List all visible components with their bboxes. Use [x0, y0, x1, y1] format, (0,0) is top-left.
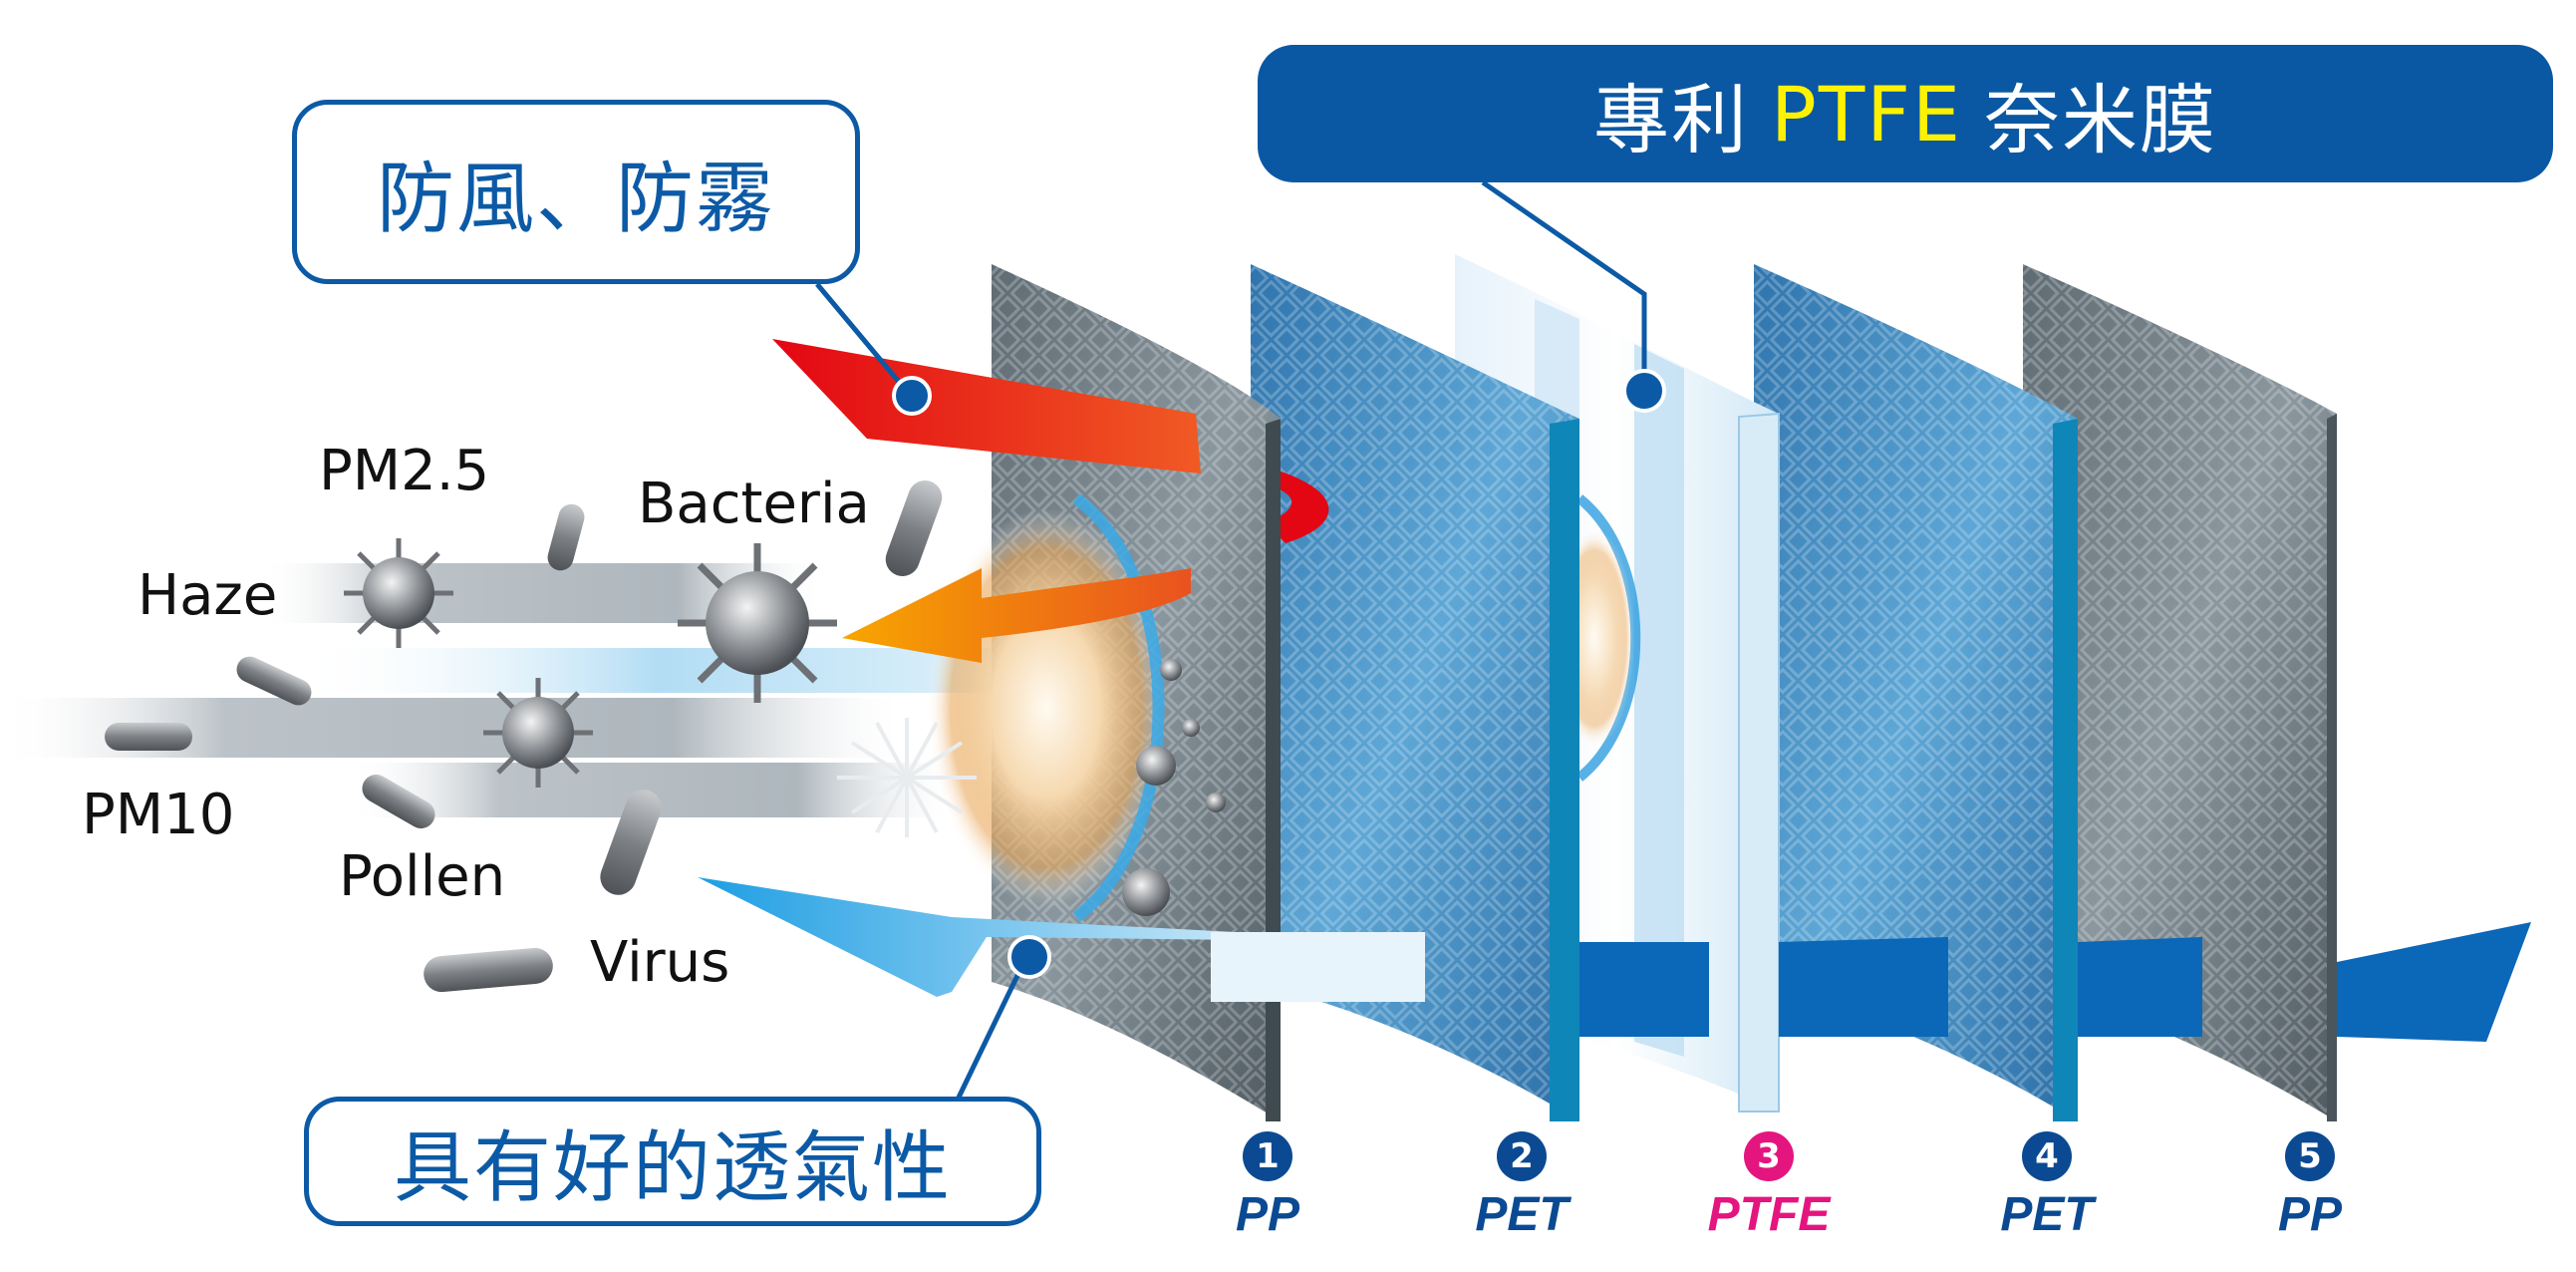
- layer-number-5: 5: [2285, 1131, 2335, 1181]
- layer-name-2: PET: [1475, 1188, 1569, 1241]
- layer-number-2: 2: [1497, 1131, 1547, 1181]
- breathable-callout: 具有好的透氣性: [304, 1097, 1041, 1226]
- layer-number-3: 3: [1744, 1131, 1794, 1181]
- layer-name-5: PP: [2277, 1188, 2343, 1241]
- layer-label-4: 4 PET: [1947, 1131, 2147, 1242]
- breathable-text: 具有好的透氣性: [393, 1123, 952, 1213]
- ptfe-membrane-banner: 專利 PTFE 奈米膜: [1258, 45, 2553, 182]
- pollen-burst-icon: [837, 718, 977, 837]
- layer-number-4: 4: [2022, 1131, 2072, 1181]
- callout-leaders: [815, 179, 1647, 1104]
- clean-air-ribbon-end: [2337, 922, 2531, 1042]
- bacteria-rod-icon: [105, 479, 943, 993]
- label-haze: Haze: [138, 563, 278, 628]
- label-pm25: PM2.5: [319, 439, 490, 503]
- blocked-particles-arrow: [842, 568, 1191, 663]
- virus-particle-icon: [344, 538, 453, 648]
- wind-arrow: [772, 339, 1201, 474]
- layer-2-pet: [1251, 264, 1579, 1121]
- breathable-air-arrow: [698, 877, 1425, 997]
- airflow-streams: [0, 563, 1016, 817]
- layer-label-2: 2 PET: [1422, 1131, 1621, 1242]
- label-virus: Virus: [590, 930, 730, 995]
- clean-air-ribbon-3: [2078, 937, 2202, 1037]
- droplets: [1122, 659, 1226, 916]
- label-pm10: PM10: [82, 783, 235, 847]
- layer-name-1: PP: [1235, 1188, 1300, 1241]
- layer-number-1: 1: [1243, 1131, 1292, 1181]
- layer-label-5: 5 PP: [2210, 1131, 2410, 1242]
- label-pollen: Pollen: [339, 844, 506, 909]
- label-bacteria: Bacteria: [638, 472, 870, 536]
- clean-air-ribbon-2: [1779, 937, 1948, 1037]
- layer-5-pp: [2023, 264, 2337, 1121]
- banner-suffix: 奈米膜: [1984, 76, 2217, 164]
- virus-particle-icon: [483, 678, 593, 788]
- layer-name-3: PTFE: [1707, 1188, 1831, 1241]
- wind-fog-text: 防風、防霧: [376, 154, 775, 244]
- layer-label-3: 3 PTFE: [1669, 1131, 1868, 1242]
- virus-particle-icon: [678, 543, 837, 703]
- wind-fog-callout: 防風、防霧: [292, 100, 860, 284]
- layer-name-4: PET: [2000, 1188, 2094, 1241]
- banner-prefix: 專利: [1593, 76, 1749, 164]
- layer-label-1: 1 PP: [1168, 1131, 1367, 1242]
- banner-highlight: PTFE: [1771, 69, 1962, 159]
- layer-4-pet: [1754, 264, 2078, 1121]
- callout-dots: [892, 369, 1666, 979]
- clean-air-ribbon-1: [1579, 942, 1709, 1037]
